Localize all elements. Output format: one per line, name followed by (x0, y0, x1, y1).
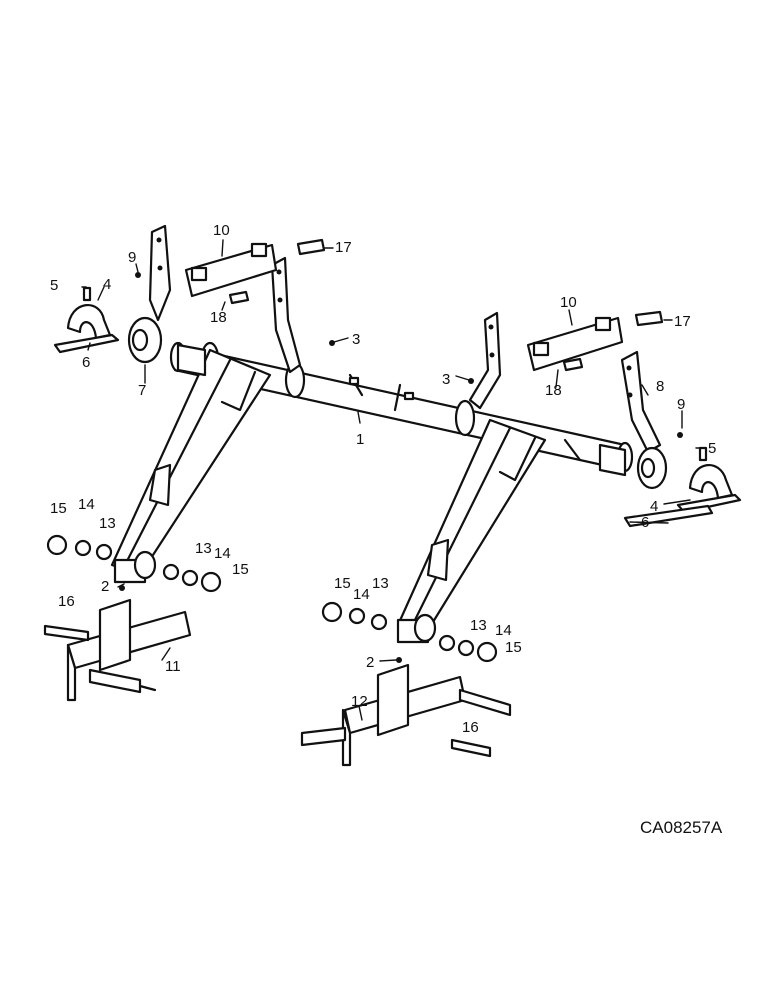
callout-11: 11 (165, 658, 181, 675)
callout-8: 8 (656, 378, 664, 395)
left-arm (110, 348, 272, 584)
callout-15-a: 15 (50, 500, 67, 517)
callout-13-c: 13 (372, 575, 389, 592)
callout-17-left: 17 (335, 239, 352, 256)
callout-3-left: 3 (442, 371, 450, 388)
hardware-left-outer (162, 563, 222, 593)
mounting-plate-7 (127, 224, 172, 364)
callout-6-left: 6 (82, 354, 90, 371)
u-clamp-left (53, 286, 120, 354)
callout-9-right: 9 (677, 396, 685, 413)
callout-15-b: 15 (232, 561, 249, 578)
callout-4-left: 4 (103, 276, 111, 293)
callout-1: 1 (356, 431, 364, 448)
wheel-spindle-12 (300, 663, 512, 767)
callout-9-left: 9 (128, 249, 136, 266)
leader-lines (81, 239, 705, 721)
callout-3-right: 3 (352, 331, 360, 348)
callout-16-left: 16 (58, 593, 75, 610)
callout-13-d: 13 (470, 617, 487, 634)
center-left-plate (270, 256, 302, 374)
callout-16-right: 16 (462, 719, 479, 736)
u-clamp-right (623, 446, 742, 528)
callout-10-left: 10 (213, 222, 230, 239)
callout-13-a: 13 (99, 515, 116, 532)
figure-code: CA08257A (640, 818, 723, 837)
callout-18-left: 18 (210, 309, 227, 326)
callout-2-right: 2 (366, 654, 374, 671)
callout-15-d: 15 (505, 639, 522, 656)
hardware-right-outer (438, 634, 498, 663)
callout-12: 12 (351, 693, 368, 710)
right-arm (396, 418, 547, 644)
coupling-chain-left (184, 242, 278, 298)
callout-14-c: 14 (353, 586, 370, 603)
callout-7: 7 (138, 382, 146, 399)
callout-6-right: 6 (641, 514, 649, 531)
callout-5-left: 5 (50, 277, 58, 294)
callout-5-right: 5 (708, 440, 716, 457)
callout-17-right: 17 (674, 313, 691, 330)
callout-4-right: 4 (650, 498, 658, 515)
wheel-spindle-11 (66, 598, 192, 702)
center-right-plate (468, 311, 502, 410)
callout-2-left: 2 (101, 578, 109, 595)
coupling-chain-right (526, 316, 624, 372)
callout-13-b: 13 (195, 540, 212, 557)
bearing-sleeves (176, 343, 627, 477)
callout-15-c: 15 (334, 575, 351, 592)
mounting-plate-8 (620, 350, 668, 490)
callout-14-a: 14 (78, 496, 95, 513)
bolts-16 (43, 624, 492, 758)
callout-18-right: 18 (545, 382, 562, 399)
hardware-right-inner (321, 601, 388, 631)
callout-14-d: 14 (495, 622, 512, 639)
callout-10-right: 10 (560, 294, 577, 311)
callouts: 1 2 2 3 3 4 4 5 5 6 6 7 8 9 9 10 10 11 1… (50, 222, 716, 736)
hardware-left-inner (46, 534, 113, 561)
pins (228, 238, 664, 372)
callout-14-b: 14 (214, 545, 231, 562)
